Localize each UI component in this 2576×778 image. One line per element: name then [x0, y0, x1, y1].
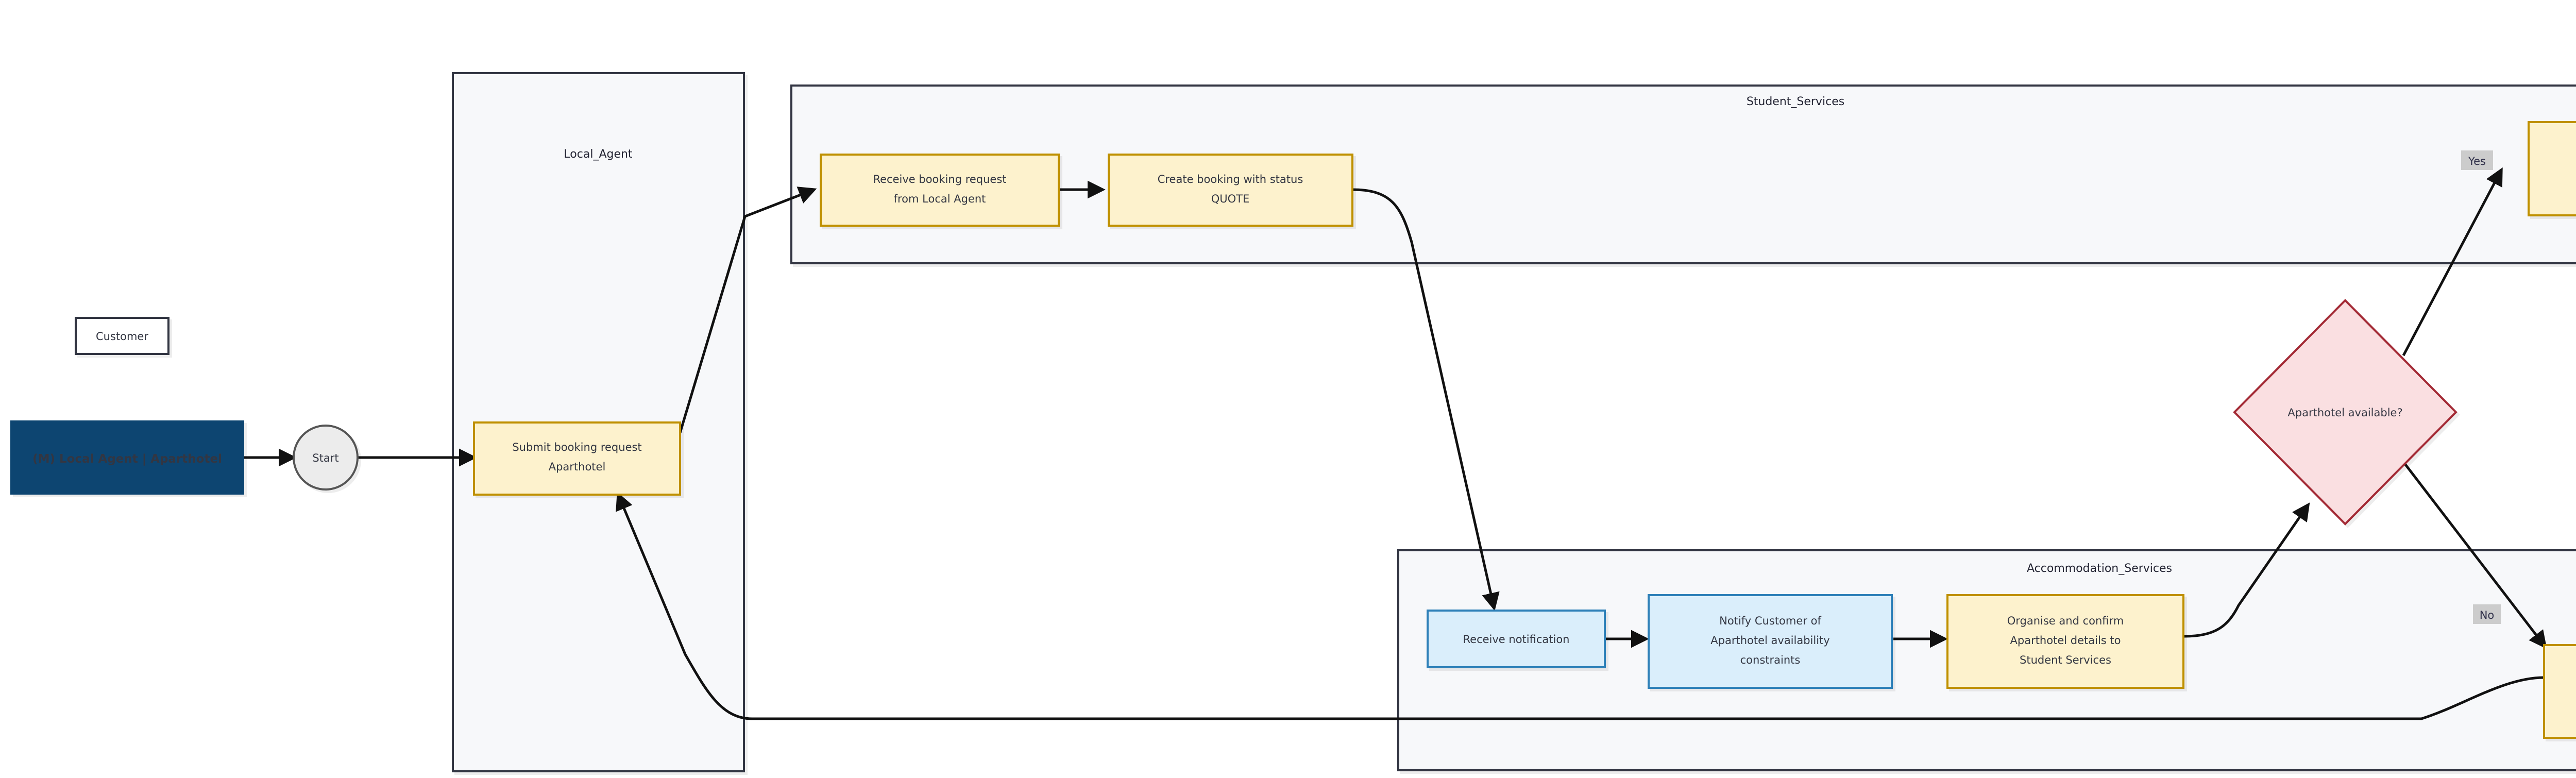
node-customer[interactable]: Customer [75, 317, 170, 355]
node-organise-confirm-line3: Student Services [2020, 654, 2111, 666]
node-local-agent-actor[interactable]: (M) Local Agent | Aparthotel [10, 420, 244, 495]
edge-notify-unavailable-restart-to-submit [616, 492, 2545, 720]
node-local-agent-actor-label: (M) Local Agent | Aparthotel [32, 452, 222, 466]
node-notify-customer-line1: Notify Customer of [1719, 615, 1821, 627]
node-notify-customer-line3: constraints [1740, 654, 1801, 666]
node-create-booking-line1: Create booking with status [1158, 173, 1303, 185]
cluster-student-services-label: Student_Services [1747, 95, 1844, 108]
node-receive-notification[interactable]: Receive notification [1427, 610, 1606, 668]
node-organise-confirm-line2: Aparthotel details to [2010, 634, 2121, 647]
cluster-local-agent-label: Local_Agent [564, 148, 633, 161]
cluster-student-services: Student_Services [790, 84, 2576, 264]
node-receive-notification-label: Receive notification [1463, 633, 1570, 646]
edge-label-aparthotel-no-text: No [2480, 609, 2495, 621]
node-submit-booking-line2: Aparthotel [549, 461, 606, 473]
edge-label-aparthotel-no: No [2473, 604, 2501, 624]
node-aparthotel-available-decision[interactable]: Aparthotel available? [2233, 299, 2458, 526]
edge-submit-to-receive-booking [679, 187, 817, 433]
node-receive-booking[interactable]: Receive booking request from Local Agent [820, 154, 1060, 227]
node-organise-confirm-line1: Organise and confirm [2007, 615, 2124, 627]
node-submit-booking[interactable]: Submit booking request Aparthotel [473, 421, 681, 496]
edge-create-booking-to-receive-notification [1352, 188, 1500, 611]
edge-label-aparthotel-yes: Yes [2461, 150, 2493, 170]
node-create-booking-line2: QUOTE [1211, 193, 1250, 205]
node-submit-booking-line1: Submit booking request [512, 441, 641, 453]
edge-organise-to-aparthotel-available [2184, 502, 2310, 638]
cluster-accommodation-services-label: Accommodation_Services [2027, 562, 2172, 575]
node-customer-label: Customer [96, 330, 148, 343]
edge-aparthotel-no-to-notify-unavailable [2400, 458, 2547, 649]
node-confirm-aparthotel[interactable]: Confirm Aparthotel reservation details t… [2528, 121, 2576, 216]
node-confirm-aparthotel-line2: reservation details to Local [2575, 162, 2576, 174]
node-start-label: Start [312, 452, 338, 464]
node-notify-customer[interactable]: Notify Customer of Aparthotel availabili… [1648, 594, 1893, 689]
node-organise-confirm[interactable]: Organise and confirm Aparthotel details … [1946, 594, 2184, 689]
node-create-booking[interactable]: Create booking with status QUOTE [1108, 154, 1353, 227]
node-start[interactable]: Start [293, 425, 359, 491]
node-receive-booking-line2: from Local Agent [894, 193, 986, 205]
edge-aparthotel-yes-to-confirm [2402, 167, 2503, 357]
edge-label-aparthotel-yes-text: Yes [2468, 155, 2486, 167]
node-aparthotel-available-label: Aparthotel available? [2287, 407, 2402, 419]
node-notify-unavailable[interactable]: Notify Local Agent not available and arr… [2543, 644, 2576, 739]
node-notify-customer-line2: Aparthotel availability [1710, 634, 1829, 647]
node-receive-booking-line1: Receive booking request [873, 173, 1006, 185]
